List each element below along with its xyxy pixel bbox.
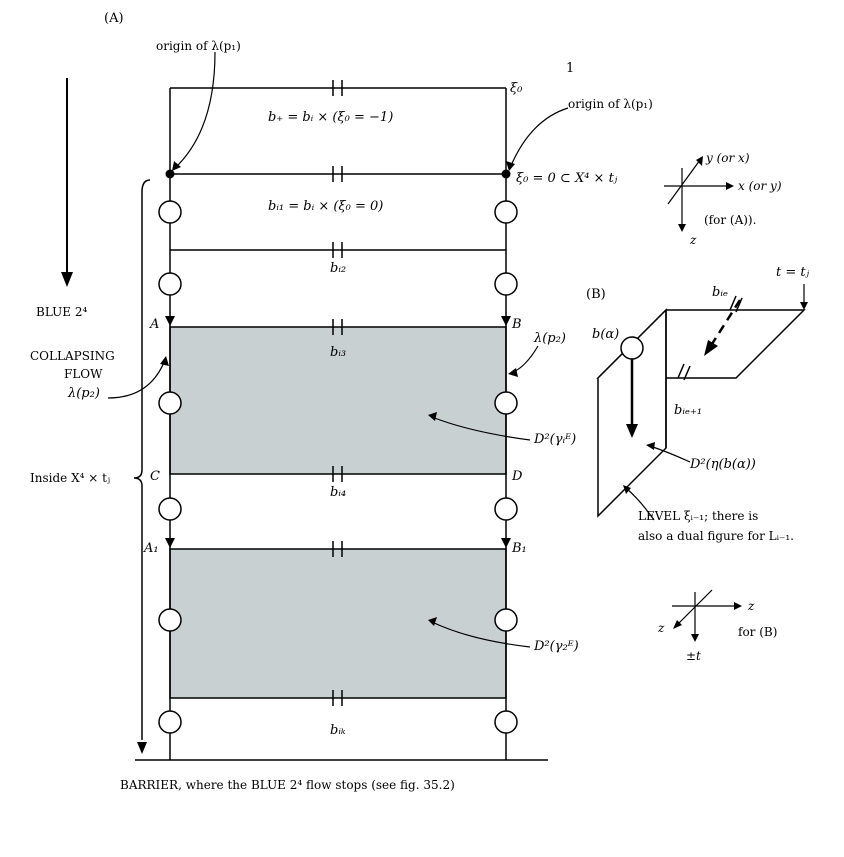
flow-label: FLOW bbox=[64, 367, 103, 381]
axis-a-for-label: (for (A)). bbox=[704, 213, 756, 227]
b-ie1-label: bᵢₑ₊₁ bbox=[674, 403, 702, 418]
one-label: 1 bbox=[566, 61, 574, 76]
b-i4-label: bᵢ₄ bbox=[330, 485, 346, 500]
b-alpha-label: b(α) bbox=[592, 327, 619, 342]
point-b: B bbox=[511, 317, 522, 332]
level-line1: LEVEL ξᵢ₋₁; there is bbox=[638, 509, 758, 523]
blue-flow-arrowhead bbox=[61, 272, 73, 287]
t-eq-label: t = tⱼ bbox=[776, 265, 810, 280]
b-i2-label: bᵢ₂ bbox=[330, 261, 346, 276]
shaded-rect-upper bbox=[169, 326, 507, 475]
panel-a-label: (A) bbox=[104, 11, 124, 26]
point-b1: B₁ bbox=[511, 541, 527, 556]
xi0-label: ξ₀ bbox=[510, 81, 523, 96]
b-i3-label: bᵢ₃ bbox=[330, 345, 346, 360]
blue-label: BLUE 2⁴ bbox=[36, 305, 87, 319]
barrier-label: BARRIER, where the BLUE 2⁴ flow stops (s… bbox=[120, 778, 455, 792]
tick-marks bbox=[332, 80, 343, 706]
b-i1-label: bᵢ₁ = bᵢ × (ξ₀ = 0) bbox=[268, 199, 383, 214]
axis-a-y-label: y (or x) bbox=[705, 151, 750, 165]
xi0-eq-label: ξ₀ = 0 ⊂ X⁴ × tⱼ bbox=[516, 171, 618, 186]
lambda-p2-left-label: λ(p₂) bbox=[67, 386, 100, 401]
shaded-rect-lower bbox=[169, 548, 507, 699]
point-a: A bbox=[149, 317, 159, 332]
point-c: C bbox=[150, 469, 160, 484]
axis-b-z-right-label: z bbox=[747, 599, 755, 613]
d2-eta-label: D²(η(b(α)) bbox=[689, 457, 756, 472]
inside-brace bbox=[133, 179, 151, 740]
origin-dot-right bbox=[501, 169, 511, 179]
box-dashed-arrow bbox=[710, 299, 742, 345]
b-plus-label: b₊ = bᵢ × (ξ₀ = −1) bbox=[268, 110, 393, 125]
open-circles bbox=[158, 200, 518, 734]
origin-top-label: origin of λ(p₁) bbox=[156, 39, 241, 53]
axis-a bbox=[664, 159, 730, 228]
origin-top-pointer bbox=[174, 51, 216, 169]
point-a1: A₁ bbox=[143, 541, 159, 556]
b-alpha-circle bbox=[620, 336, 644, 360]
panel-b-label: (B) bbox=[586, 287, 606, 302]
axis-b-t-label: ±t bbox=[686, 649, 701, 663]
d2-gamma-label: D²(γᵢᴱ) bbox=[533, 432, 576, 447]
lambda-p2-right-label: λ(p₂) bbox=[533, 331, 566, 346]
collapsing-label: COLLAPSING bbox=[30, 349, 115, 363]
axis-a-x-label: x (or y) bbox=[738, 179, 782, 193]
d2-gamma2-label: D²(γ₂ᴱ) bbox=[533, 639, 579, 654]
origin-dot-left bbox=[165, 169, 175, 179]
d2-gamma-pointer bbox=[431, 416, 531, 441]
axis-a-z-label: z bbox=[689, 233, 697, 247]
flow-arrowheads bbox=[165, 316, 511, 548]
point-d: D bbox=[511, 469, 523, 484]
lambda-left-pointer bbox=[107, 359, 166, 399]
axis-b bbox=[672, 589, 738, 638]
brace-arrowhead bbox=[137, 742, 147, 754]
b-ik-label: bᵢₖ bbox=[330, 723, 346, 738]
axis-b-z-left-label: z bbox=[657, 621, 665, 635]
b-ie-label: bᵢₑ bbox=[712, 285, 728, 300]
origin-right-pointer bbox=[509, 107, 569, 169]
origin-right-label: origin of λ(p₁) bbox=[568, 97, 653, 111]
axis-b-for-label: for (B) bbox=[738, 625, 777, 639]
d2-gamma2-pointer bbox=[431, 621, 531, 648]
level-line2: also a dual figure for Lᵢ₋₁. bbox=[638, 529, 794, 543]
inside-label: Inside X⁴ × tⱼ bbox=[30, 471, 110, 485]
